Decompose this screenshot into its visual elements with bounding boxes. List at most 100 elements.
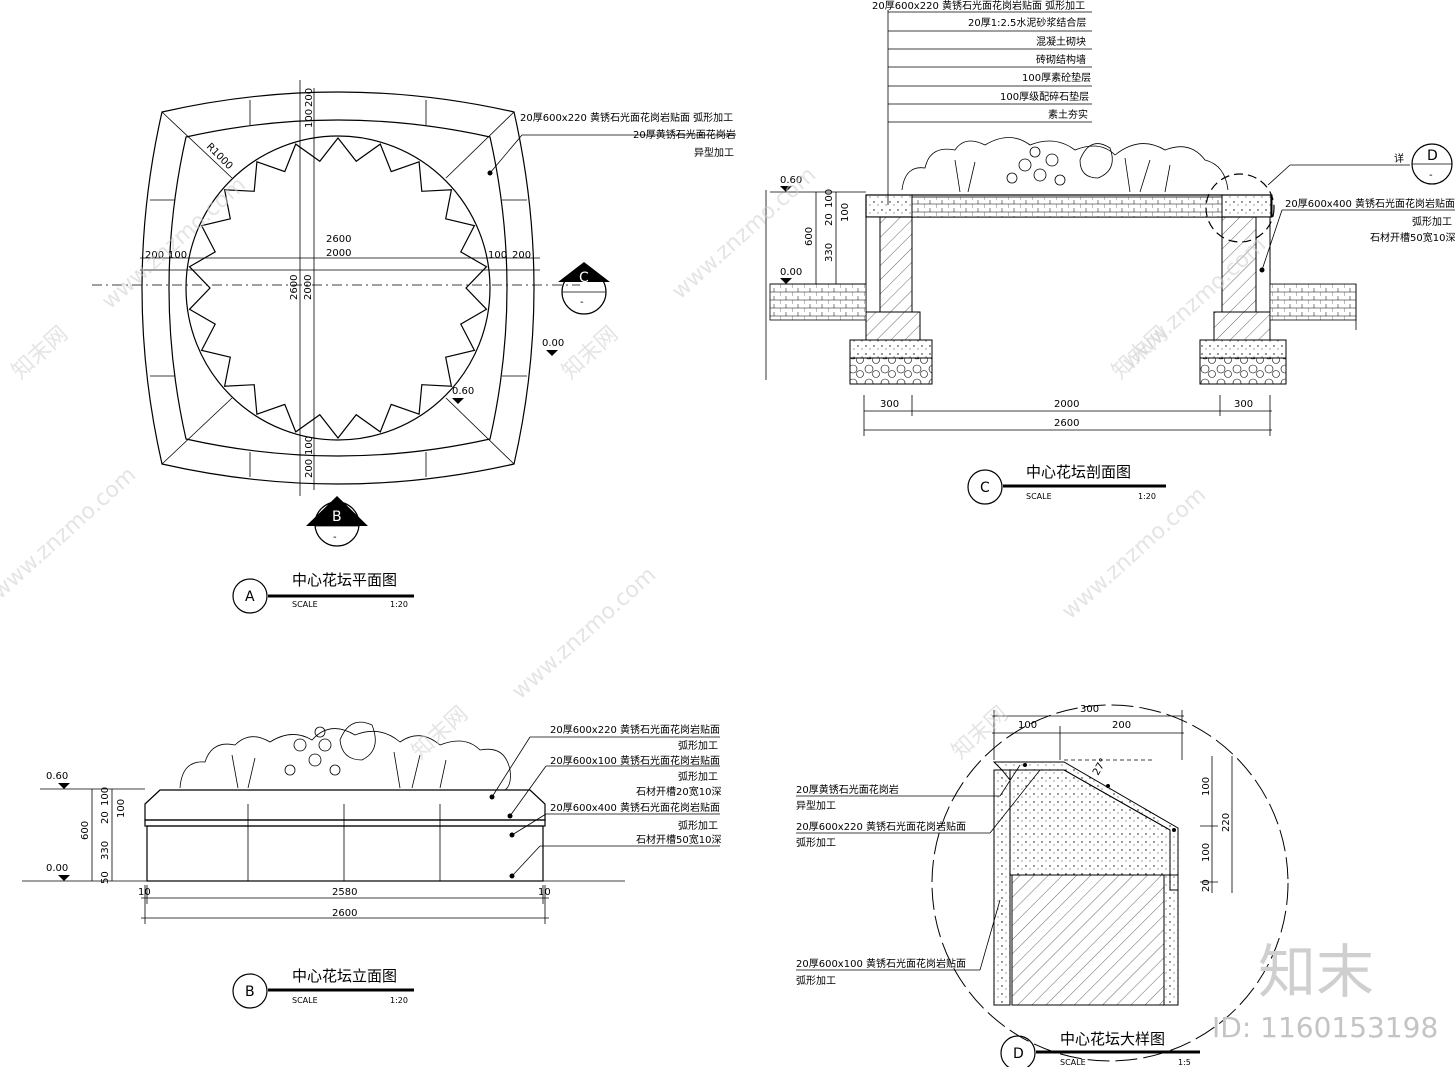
elevation-note-6: 20厚600x400 黄锈石光面花岗岩贴面: [550, 801, 720, 814]
detail-scale-label: SCALE: [1060, 1058, 1086, 1067]
elevation-dim-100: 100: [100, 787, 111, 806]
elevation-dim-2580: 2580: [332, 887, 357, 898]
detail-note-left-1: 20厚黄锈石光面花岗岩: [796, 783, 899, 796]
watermark-site-2: www.znzmo.com: [667, 162, 821, 304]
watermark-id: ID: 1160153198: [1212, 1011, 1438, 1044]
plan-radius: R1000: [204, 141, 235, 172]
detail-note-left-2: 异型加工: [796, 799, 836, 812]
plan-dim-bot100: 100: [304, 436, 315, 455]
elevation-dim-600: 600: [80, 821, 91, 840]
section-note-7: 素土夯实: [1048, 108, 1088, 121]
plan-level-060: 0.60: [452, 386, 474, 397]
elevation-view: 20厚600x220 黄锈石光面花岗岩贴面 弧形加工 20厚600x100 黄锈…: [22, 721, 721, 1009]
detail-note-left-4: 弧形加工: [796, 836, 836, 849]
section-dim-20: 20: [824, 213, 835, 226]
level-marker-icon: [546, 350, 558, 356]
plan-dim-w2600: 2600: [326, 234, 351, 245]
plan-dim-bot200: 200: [304, 459, 315, 478]
elevation-dim-100b: 100: [116, 799, 127, 818]
elevation-dim-330: 330: [100, 841, 111, 860]
plan-cut-c-sub: -: [580, 297, 584, 308]
plan-cut-b: B: [332, 509, 342, 525]
elevation-note-7: 弧形加工: [678, 819, 718, 832]
watermark-logo: 知末: [1258, 938, 1374, 1006]
section-dim-2000: 2000: [1054, 399, 1079, 410]
detail-dim-100b: 100: [1201, 843, 1212, 862]
section-right-note-3: 石材开槽50宽10深: [1370, 231, 1455, 244]
shrub-icon: [179, 721, 511, 791]
elevation-dim-10a: 10: [138, 887, 151, 898]
watermark-site-5: www.znzmo.com: [507, 562, 661, 704]
plan-dim-left200: 200: [145, 250, 164, 261]
detail-note-bottom-1: 20厚600x100 黄锈石光面花岗岩贴面: [796, 957, 966, 970]
watermark-layer: www.znzmo.com www.znzmo.com www.znzmo.co…: [0, 162, 1438, 1044]
elevation-dim-2600: 2600: [332, 908, 357, 919]
section-dim-600: 600: [804, 227, 815, 246]
section-detail-label: 详: [1394, 152, 1404, 165]
detail-dim-220: 220: [1221, 813, 1232, 832]
detail-view: 300 100 200 27° 100 220 100 20 20厚黄锈石光面花…: [796, 704, 1289, 1067]
section-title-letter: C: [980, 480, 990, 496]
plan-title: 中心花坛平面图: [292, 571, 397, 589]
section-right-note-1: 20厚600x400 黄锈石光面花岗岩贴面: [1285, 197, 1455, 210]
section-note-2: 20厚1:2.5水泥砂浆结合层: [968, 16, 1086, 29]
section-note-5: 100厚素砼垫层: [1022, 71, 1091, 84]
plan-scale-label: SCALE: [292, 600, 318, 609]
elevation-title: 中心花坛立面图: [292, 967, 397, 985]
detail-title: 中心花坛大样图: [1060, 1030, 1165, 1048]
watermark-site-6: www.znzmo.com: [1057, 482, 1211, 624]
section-dim-300a: 300: [880, 399, 899, 410]
plan-dim-w2000: 2000: [326, 248, 351, 259]
plan-dim-right200: 200: [512, 250, 531, 261]
section-level-000: 0.00: [780, 267, 802, 278]
detail-dim-100a: 100: [1201, 777, 1212, 796]
level-marker-icon: [452, 398, 464, 404]
plan-dim-top200: 200: [304, 88, 315, 107]
elevation-note-8: 石材开槽50宽10深: [636, 833, 721, 846]
plan-note-1: 20厚600x220 黄锈石光面花岗岩贴面 弧形加工: [520, 111, 733, 124]
section-dim-330: 330: [824, 243, 835, 262]
elevation-note-2: 弧形加工: [678, 739, 718, 752]
elevation-dim-50: 50: [100, 871, 111, 884]
elevation-scale-label: SCALE: [292, 996, 318, 1005]
plan-note-2: 20厚黄锈石光面花岗岩: [633, 128, 736, 141]
section-dim-300b: 300: [1234, 399, 1253, 410]
section-right-note-2: 弧形加工: [1412, 215, 1452, 228]
section-scale-label: SCALE: [1026, 492, 1052, 501]
watermark-site-1: www.znzmo.com: [97, 172, 251, 314]
watermark-brand-1: 知末网: [7, 322, 73, 385]
plan-dim-top100: 100: [304, 109, 315, 128]
section-note-6: 100厚级配碎石垫层: [1000, 90, 1089, 103]
detail-dim-300: 300: [1080, 704, 1099, 715]
detail-note-left-3: 20厚600x220 黄锈石光面花岗岩贴面: [796, 820, 966, 833]
section-detail-letter: D: [1427, 148, 1438, 164]
elevation-title-letter: B: [245, 984, 255, 1000]
elevation-dim-20: 20: [100, 811, 111, 824]
section-dim-100b: 100: [840, 203, 851, 222]
elevation-dim-10b: 10: [538, 887, 551, 898]
section-view: 20厚600x220 黄锈石光面花岗岩贴面 弧形加工 20厚1:2.5水泥砂浆结…: [765, 0, 1455, 505]
section-title: 中心花坛剖面图: [1026, 463, 1131, 481]
detail-title-letter: D: [1013, 1046, 1024, 1062]
section-detail-sub: -: [1429, 170, 1433, 181]
plan-level-000: 0.00: [542, 338, 564, 349]
section-note-4: 砖砌结构墙: [1036, 53, 1086, 66]
section-dim-2600: 2600: [1054, 418, 1079, 429]
plan-cut-b-sub: -: [333, 532, 337, 543]
plan-dim-left100: 100: [168, 250, 187, 261]
detail-dim-100: 100: [1018, 720, 1037, 731]
plan-dim-right100: 100: [488, 250, 507, 261]
plan-dim-v2600: 2600: [289, 275, 300, 300]
watermark-site-4: www.znzmo.com: [0, 462, 141, 604]
section-scale: 1:20: [1138, 492, 1156, 501]
detail-dim-200: 200: [1112, 720, 1131, 731]
section-dim-100: 100: [824, 189, 835, 208]
elevation-note-1: 20厚600x220 黄锈石光面花岗岩贴面: [550, 723, 720, 736]
elevation-note-3: 20厚600x100 黄锈石光面花岗岩贴面: [550, 754, 720, 767]
plan-scale: 1:20: [390, 600, 408, 609]
elevation-level-060: 0.60: [46, 771, 68, 782]
section-level-060: 0.60: [780, 175, 802, 186]
plan-cut-c: C: [579, 270, 589, 286]
watermark-brand-2: 知末网: [557, 322, 623, 385]
